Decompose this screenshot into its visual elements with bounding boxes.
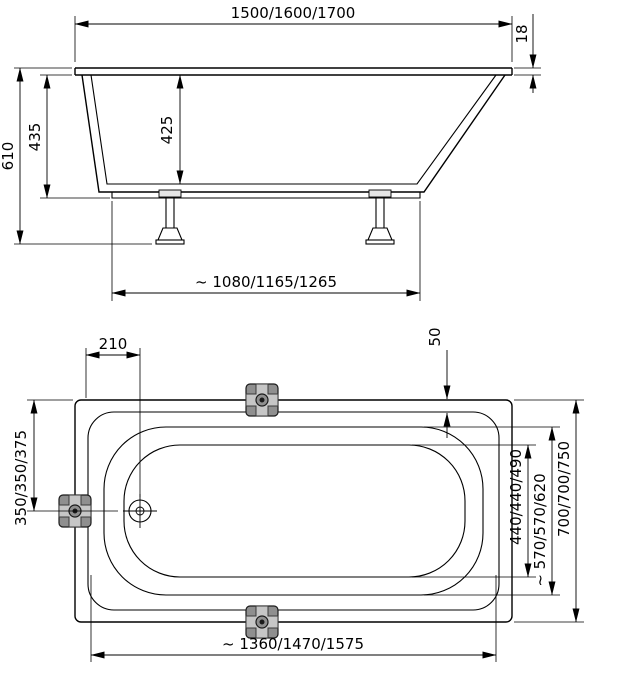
overall-length-label: 1500/1600/1700 — [231, 4, 356, 22]
dim-drain-offset: 210 — [85, 335, 141, 497]
drain-offset-label: 210 — [99, 335, 128, 353]
floor-width-label: 440/440/490 — [507, 449, 525, 545]
total-height-label: 610 — [0, 142, 17, 171]
drain-symbol — [123, 494, 157, 528]
dim-drain-center-offset: 350/350/375 — [12, 399, 118, 526]
dim-floor-width: 440/440/490 — [412, 444, 536, 578]
dim-overall-width: 700/700/750 — [514, 399, 584, 623]
dim-opening-width: ~ 570/570/620 — [424, 426, 560, 596]
rim-width-label: 50 — [426, 327, 444, 346]
inner-depth-label: 425 — [158, 116, 176, 145]
drain-center-offset-label: 350/350/375 — [12, 430, 30, 526]
dim-base-span: ~ 1080/1165/1265 — [111, 201, 421, 301]
dim-rim-height: 18 — [513, 14, 541, 93]
mounting-bracket-bottom — [245, 605, 279, 639]
dim-body-height: 435 — [26, 74, 110, 199]
support-board — [111, 192, 421, 199]
plan-floor-edge — [123, 444, 466, 578]
body-height-label: 435 — [26, 123, 44, 152]
dim-total-height: 610 — [0, 67, 152, 245]
overall-width-label: 700/700/750 — [555, 441, 573, 537]
base-span-label: ~ 1080/1165/1265 — [195, 273, 337, 291]
side-view-feet — [155, 197, 395, 245]
plan-opening-edge — [103, 426, 484, 596]
side-view-foot-mounts — [158, 189, 392, 198]
dim-inner-length: ~ 1360/1470/1575 — [90, 575, 497, 662]
inner-length-label: ~ 1360/1470/1575 — [222, 635, 364, 653]
mounting-bracket-top — [245, 383, 279, 417]
side-view-tub-outline — [74, 67, 513, 199]
dim-rim-width: 50 — [426, 327, 451, 438]
dim-overall-length: 1500/1600/1700 — [74, 4, 513, 62]
dim-inner-depth: 425 — [158, 74, 184, 185]
plan-view: 210 50 350/350/375 440/440/490 ~ 570/570… — [12, 327, 584, 662]
rim-height-label: 18 — [513, 24, 531, 43]
side-view: 1500/1600/1700 18 610 435 425 ~ 1080/116… — [0, 4, 541, 301]
opening-width-label: ~ 570/570/620 — [531, 473, 549, 586]
